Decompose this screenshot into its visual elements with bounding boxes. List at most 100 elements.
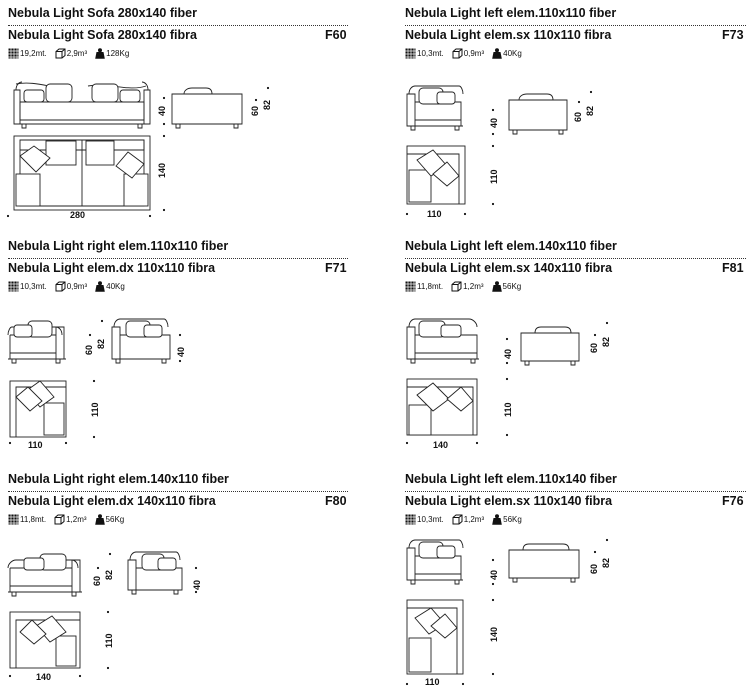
weight-icon (492, 48, 502, 59)
title-separator (405, 25, 746, 26)
weight-icon (491, 281, 502, 292)
product-code: F71 (325, 261, 347, 275)
product-title-it: Nebula Light elem.dx 110x110 fibra (8, 261, 216, 275)
dim-marker (6, 214, 10, 218)
top-view (13, 135, 151, 211)
title-separator (8, 25, 348, 26)
dim-marker (475, 441, 479, 445)
product-card-right-elem-110x110: Nebula Light right elem.110x110 fiber Ne… (7, 239, 348, 459)
fabric-value: 19,2mt. (20, 49, 47, 58)
product-card-left-elem-110x110: Nebula Light left elem.110x110 fiber Neb… (405, 6, 746, 226)
dim-seat-label: 60 (92, 576, 102, 586)
dim-marker (463, 212, 467, 216)
dim-depth-label: 140 (157, 163, 167, 178)
product-title-en: Nebula Light Sofa 280x140 fiber (8, 6, 197, 20)
dim-marker (108, 552, 112, 556)
dim-marker (505, 377, 509, 381)
product-card-right-elem-140x110: Nebula Light right elem.140x110 fiber Ne… (7, 472, 348, 692)
weight-spec: 56Kg (491, 281, 521, 292)
dim-marker (491, 598, 495, 602)
product-title-en: Nebula Light left elem.140x110 fiber (405, 239, 617, 253)
front-view (406, 318, 479, 364)
title-separator (405, 258, 746, 259)
left-elem-technical-drawing: 40 60 82 110 140 (405, 318, 611, 450)
fabric-value: 11,8mt. (20, 515, 47, 524)
fabric-meter-icon (405, 281, 416, 292)
fabric-spec: 10,3mt. (405, 48, 444, 59)
side-view (520, 326, 580, 366)
fabric-meter-icon (8, 514, 19, 525)
dim-marker (194, 590, 198, 594)
right-elem-technical-drawing: 60 82 40 110 110 (7, 318, 186, 450)
dim-depth-label: 110 (90, 402, 100, 417)
fabric-value: 10,3mt. (417, 515, 444, 524)
dim-seat-label: 60 (573, 112, 583, 122)
title-separator (405, 491, 746, 492)
dim-depth-label: 140 (489, 627, 499, 642)
product-title-it: Nebula Light elem.sx 110x140 fibra (405, 494, 613, 508)
dim-back-label: 82 (104, 570, 114, 580)
product-code: F60 (325, 28, 347, 42)
side-view (171, 87, 243, 129)
side-view (508, 543, 580, 583)
fabric-value: 10,3mt. (417, 49, 444, 58)
front-view (7, 553, 82, 597)
front-view (7, 320, 66, 364)
dim-marker (593, 550, 597, 554)
weight-value: 56Kg (503, 515, 522, 524)
top-view (9, 611, 81, 669)
title-separator (8, 491, 348, 492)
dim-marker (162, 122, 166, 126)
dim-marker (491, 582, 495, 586)
dim-width-label: 140 (36, 672, 51, 682)
fabric-spec: 11,8mt. (8, 514, 46, 525)
top-view (406, 145, 466, 205)
product-code: F81 (722, 261, 744, 275)
dim-width-label: 110 (427, 209, 442, 219)
dim-depth-label: 110 (489, 169, 499, 184)
dim-marker (605, 321, 609, 325)
weight-icon (95, 281, 105, 292)
dim-seat-label: 60 (84, 345, 94, 355)
dim-seat-label: 60 (589, 343, 599, 353)
weight-spec: 40Kg (492, 48, 522, 59)
volume-value: 0,9m³ (463, 49, 485, 58)
volume-value: 1,2m³ (463, 282, 484, 291)
fabric-value: 11,8mt. (417, 282, 444, 291)
dim-marker (100, 319, 104, 323)
fabric-meter-icon (8, 48, 19, 59)
dim-marker (162, 208, 166, 212)
dim-seat-label: 60 (589, 564, 599, 574)
dim-width-label: 110 (425, 677, 440, 687)
dim-height-label: 40 (192, 580, 202, 590)
fabric-spec: 10,3mt. (8, 281, 47, 292)
top-view (406, 599, 464, 675)
box-volume-icon (451, 281, 462, 292)
box-volume-icon (55, 48, 66, 59)
volume-value: 1,2m³ (463, 515, 485, 524)
product-title-it: Nebula Light elem.sx 110x110 fibra (405, 28, 612, 42)
product-title-it: Nebula Light elem.dx 140x110 fibra (8, 494, 216, 508)
dim-marker (461, 682, 465, 686)
product-title-en: Nebula Light left elem.110x110 fiber (405, 6, 617, 20)
weight-value: 128Kg (106, 49, 130, 58)
box-volume-icon (452, 48, 463, 59)
dim-marker (505, 361, 509, 365)
top-view (9, 380, 67, 438)
volume-spec: 1,2m³ (451, 281, 484, 292)
product-title-en: Nebula Light left elem.110x140 fiber (405, 472, 617, 486)
fabric-meter-icon (8, 281, 19, 292)
weight-value: 40Kg (503, 49, 522, 58)
dim-marker (162, 134, 166, 138)
dim-width-label: 140 (433, 440, 448, 450)
dim-marker (106, 666, 110, 670)
weight-spec: 128Kg (95, 48, 129, 59)
side-view (508, 93, 568, 135)
weight-icon (94, 514, 105, 525)
product-specs: 10,3mt. 1,2m³ 56Kg (405, 514, 522, 525)
dim-marker (505, 337, 509, 341)
dim-marker (593, 333, 597, 337)
box-volume-icon (54, 514, 65, 525)
dim-depth-label: 110 (104, 633, 114, 648)
dim-depth-label: 110 (503, 402, 513, 417)
